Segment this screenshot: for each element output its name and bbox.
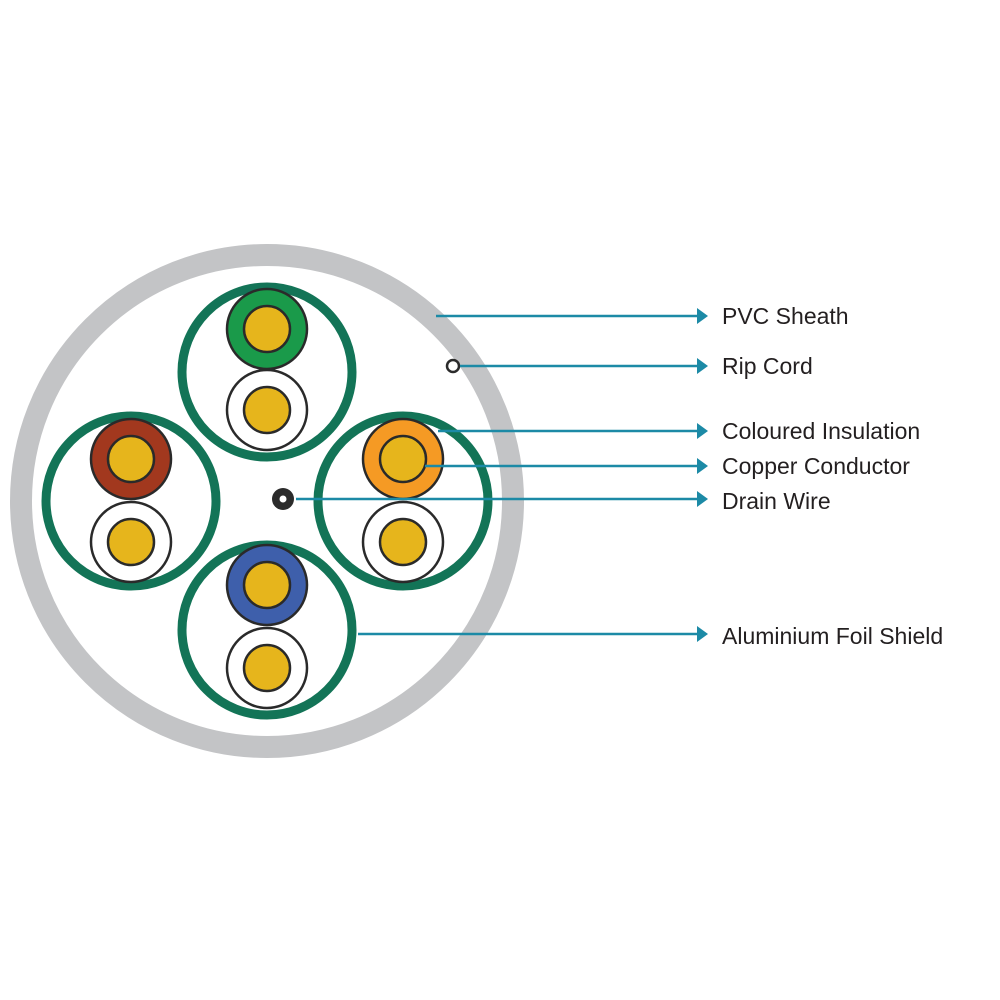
label-copper-conductor: Copper Conductor <box>722 453 910 479</box>
orange-pair <box>313 411 493 591</box>
copper-conductor <box>242 385 292 435</box>
rip-cord <box>445 358 461 374</box>
copper-conductor <box>242 304 292 354</box>
green-pair <box>177 282 357 462</box>
arrow-rip-cord <box>697 358 708 374</box>
twisted-pairs <box>41 282 493 720</box>
brown-pair <box>41 411 221 591</box>
blue-pair <box>177 540 357 720</box>
label-rip-cord: Rip Cord <box>722 353 813 379</box>
labels: PVC Sheath Rip Cord Coloured Insulation … <box>722 303 943 649</box>
copper-conductor <box>106 517 156 567</box>
copper-conductor <box>242 560 292 610</box>
drain-wire-core <box>279 495 287 503</box>
arrow-copper-conductor <box>697 458 708 474</box>
arrow-coloured-insulation <box>697 423 708 439</box>
arrow-aluminium-foil-shield <box>697 626 708 642</box>
copper-conductor <box>378 517 428 567</box>
label-drain-wire: Drain Wire <box>722 488 831 514</box>
arrow-pvc-sheath <box>697 308 708 324</box>
pvc-sheath <box>10 244 524 758</box>
label-aluminium-foil-shield: Aluminium Foil Shield <box>722 623 943 649</box>
copper-conductor <box>242 643 292 693</box>
copper-conductor <box>378 434 428 484</box>
label-pvc-sheath: PVC Sheath <box>722 303 849 329</box>
label-coloured-insulation: Coloured Insulation <box>722 418 920 444</box>
copper-conductor <box>106 434 156 484</box>
leader-lines <box>296 308 708 642</box>
arrow-drain-wire <box>697 491 708 507</box>
